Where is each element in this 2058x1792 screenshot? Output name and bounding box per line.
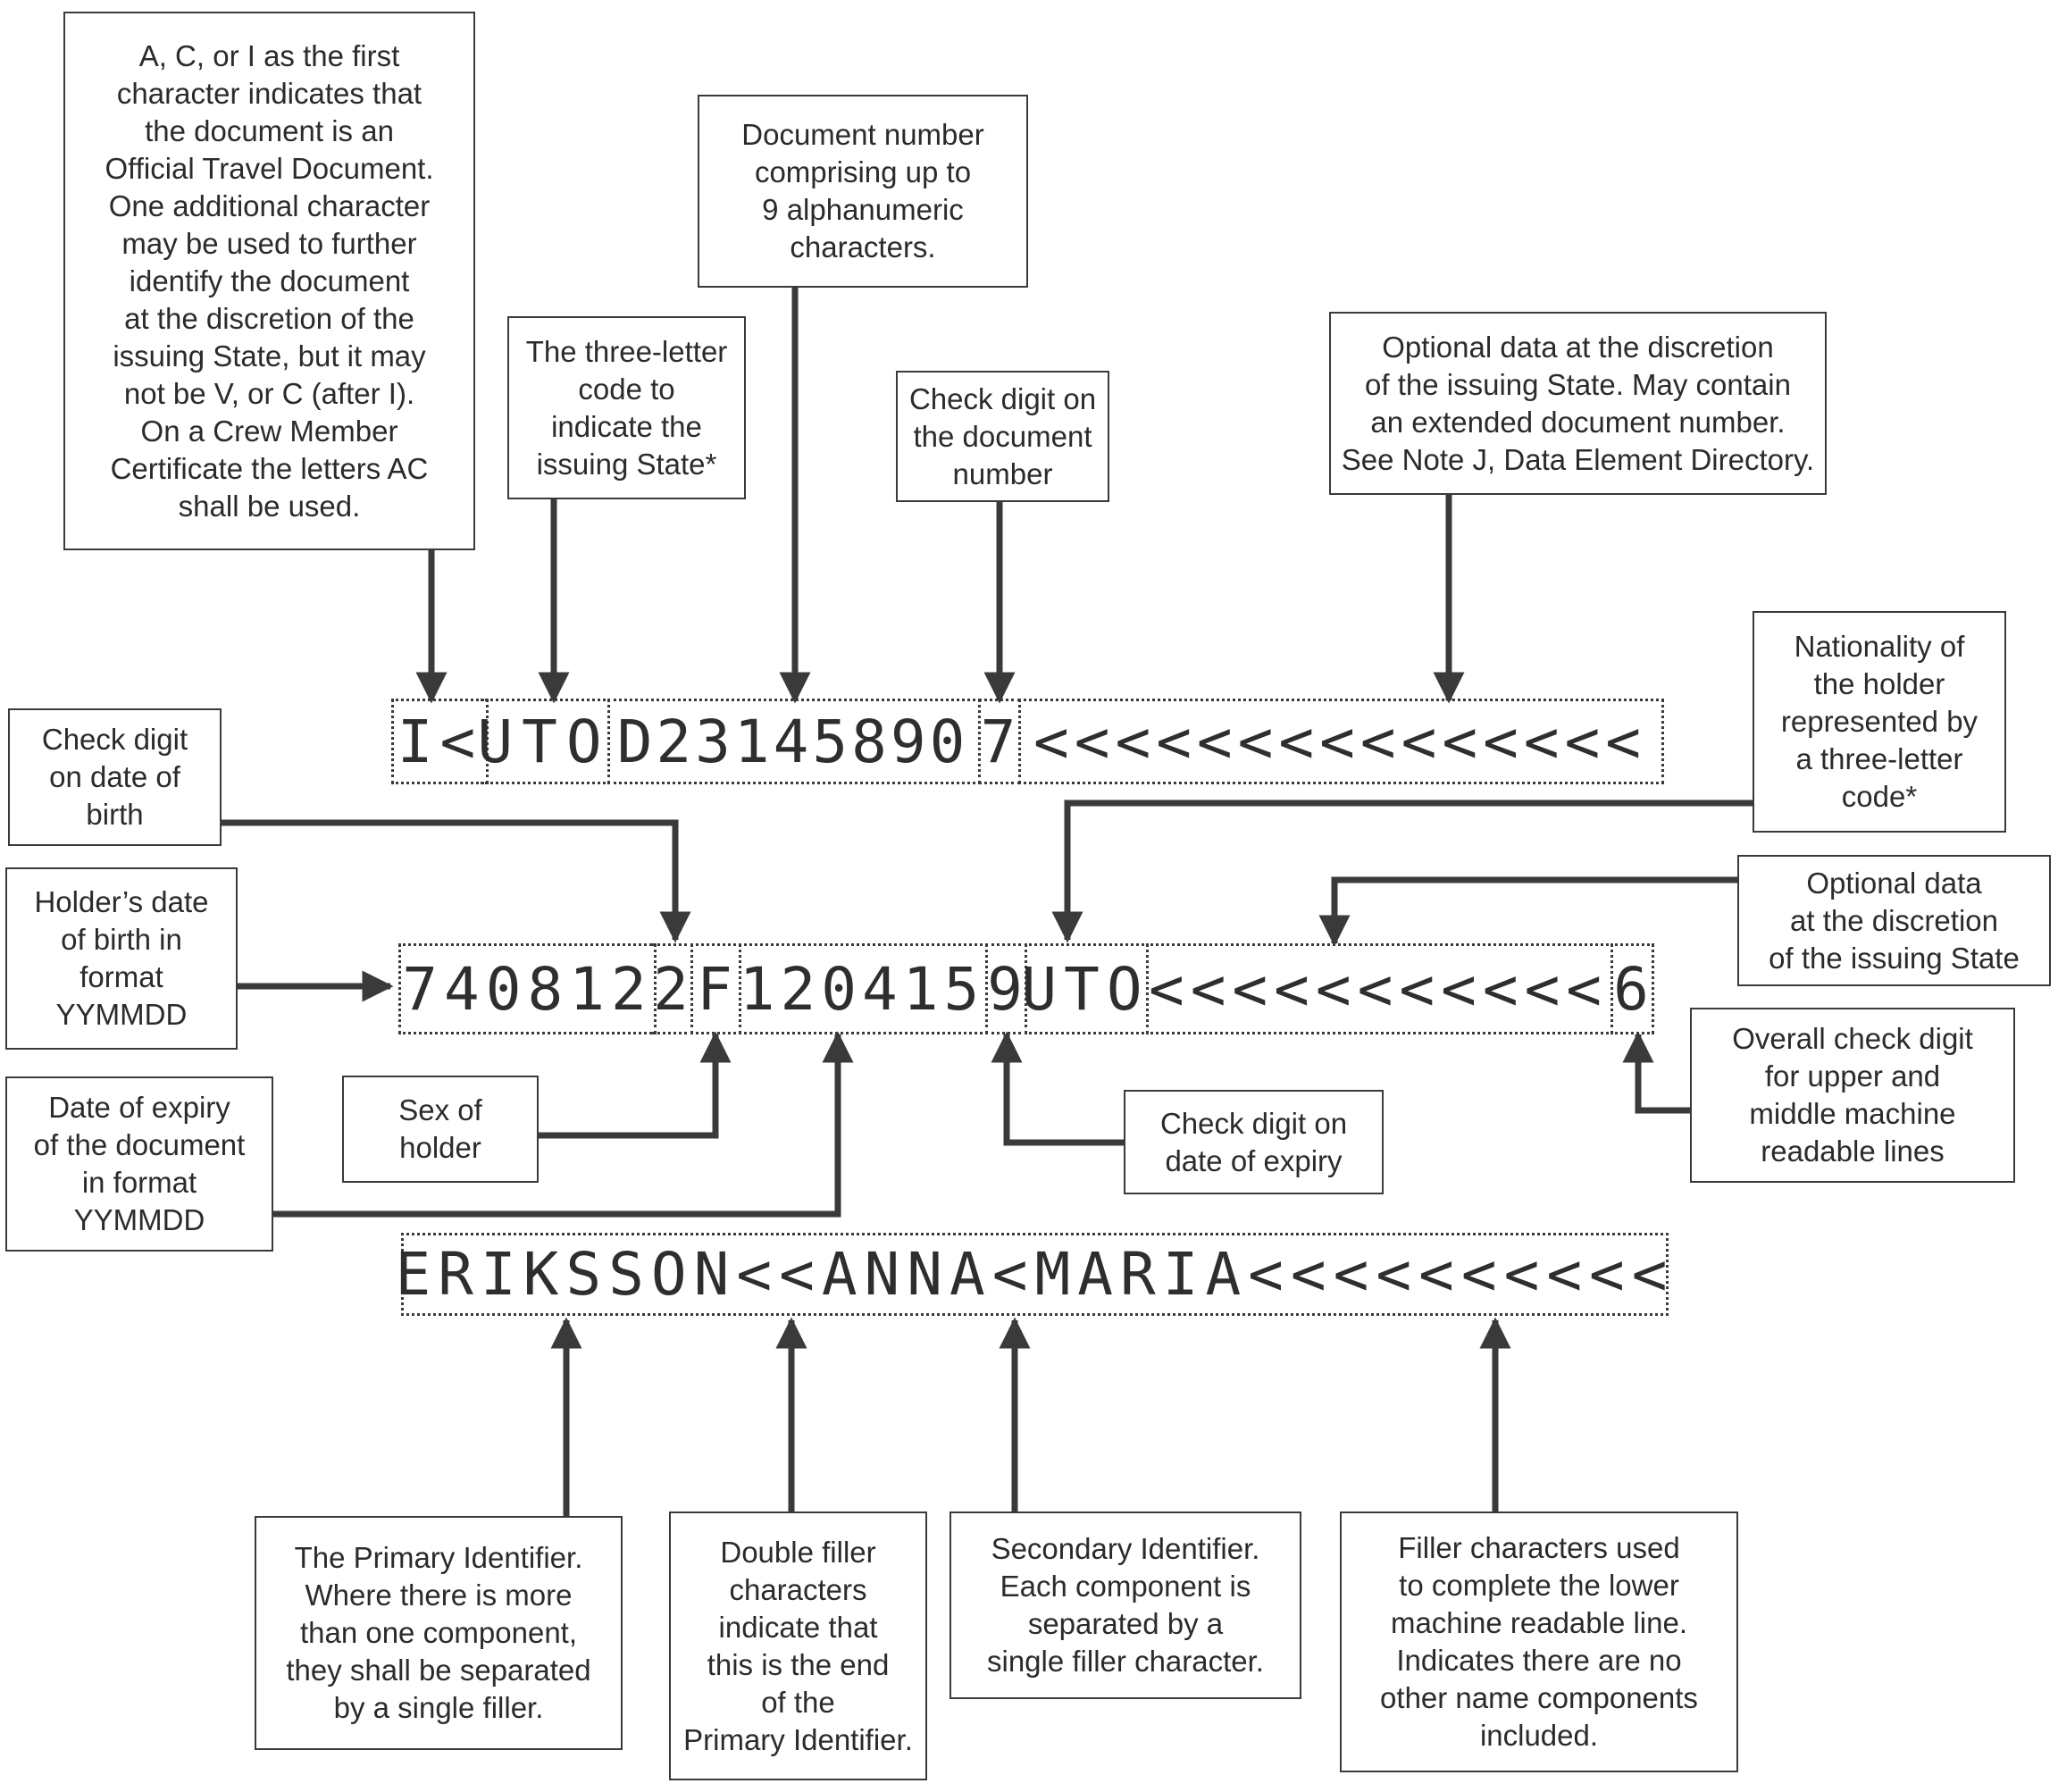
callout-sex: Sex of holder (342, 1076, 539, 1183)
mrz-optional-middle-text: <<<<<<<<<<< (1148, 954, 1609, 1024)
mrz-name-text: ERIKSSON<<ANNA<MARIA<<<<<<<<<< (395, 1240, 1675, 1309)
arrow-expiry-check (991, 1031, 1124, 1146)
mrz-dob-text: 740812 (402, 954, 653, 1024)
arrow-expiry (273, 1031, 854, 1218)
callout-doc-number-check: Check digit on the document number (896, 371, 1109, 502)
mrz-expiry-text: 120415 (739, 954, 985, 1024)
mrz-field-sex: F (690, 943, 741, 1034)
callout-doc-number: Document number comprising up to 9 alpha… (698, 95, 1028, 288)
callout-primary-id: The Primary Identifier. Where there is m… (255, 1516, 623, 1750)
mrz-nationality-text: UTO (1021, 954, 1150, 1024)
callout-overall-check: Overall check digit for upper and middle… (1690, 1008, 2015, 1183)
mrz-sex-text: F (697, 954, 732, 1024)
mrz-field-nationality: UTO (1021, 943, 1150, 1034)
mrz-line-2: 740812 2 F 120415 9 UTO <<<<<<<<<<< 6 (398, 943, 1656, 1034)
mrz-doc-code-text: I< (397, 707, 483, 776)
callout-nationality: Nationality of the holder represented by… (1753, 611, 2006, 833)
callout-dob: Holder’s date of birth in format YYMMDD (5, 867, 238, 1050)
mrz-issuing-state-text: UTO (477, 707, 611, 776)
mrz-field-dob: 740812 (398, 943, 657, 1034)
callout-filler: Filler characters used to complete the l… (1340, 1511, 1738, 1772)
mrz-field-expiry-check: 9 (985, 943, 1027, 1034)
mrz-overall-check-text: 6 (1613, 954, 1649, 1024)
mrz-field-optional-middle: <<<<<<<<<<< (1146, 943, 1613, 1034)
callout-doc-code: A, C, or I as the first character indica… (63, 12, 475, 550)
mrz-doc-number-text: D23145890 (616, 707, 969, 776)
callout-secondary-id: Secondary Identifier. Each component is … (950, 1511, 1301, 1699)
mrz-field-issuing-state: UTO (477, 699, 611, 784)
mrz-expiry-check-text: 9 (987, 954, 1023, 1024)
callout-issuing-state: The three-letter code to indicate the is… (507, 316, 746, 499)
arrow-nationality (1051, 800, 1753, 943)
callout-expiry: Date of expiry of the document in format… (5, 1076, 273, 1252)
arrow-sex (539, 1031, 732, 1139)
arrow-dob-check (222, 819, 691, 943)
mrz-field-optional-upper: <<<<<<<<<<<<<<< (1018, 699, 1664, 784)
arrow-overall-check (1622, 1031, 1690, 1114)
callout-optional-upper: Optional data at the discretion of the i… (1329, 312, 1827, 495)
mrz-field-doc-code: I< (391, 699, 489, 784)
mrz-line-1: I< UTO D23145890 7 <<<<<<<<<<<<<<< (391, 699, 1664, 784)
callout-double-filler: Double filler characters indicate that t… (669, 1511, 927, 1780)
callout-expiry-check: Check digit on date of expiry (1124, 1090, 1384, 1194)
mrz-field-doc-number: D23145890 (607, 699, 981, 784)
mrz-check-digit-text: 7 (980, 707, 1016, 776)
mrz-dob-check-text: 2 (653, 954, 689, 1024)
mrz-optional-upper-text: <<<<<<<<<<<<<<< (1033, 707, 1647, 776)
mrz-field-check-digit: 7 (978, 699, 1021, 784)
callout-dob-check: Check digit on date of birth (8, 708, 222, 846)
mrz-field-overall-check: 6 (1610, 943, 1654, 1034)
arrow-optional-middle (1318, 876, 1737, 947)
mrz-line-3: ERIKSSON<<ANNA<MARIA<<<<<<<<<< (395, 1233, 1675, 1316)
callout-optional-middle: Optional data at the discretion of the i… (1737, 855, 2051, 986)
mrz-field-expiry: 120415 (739, 943, 988, 1034)
mrz-field-dob-check: 2 (651, 943, 693, 1034)
